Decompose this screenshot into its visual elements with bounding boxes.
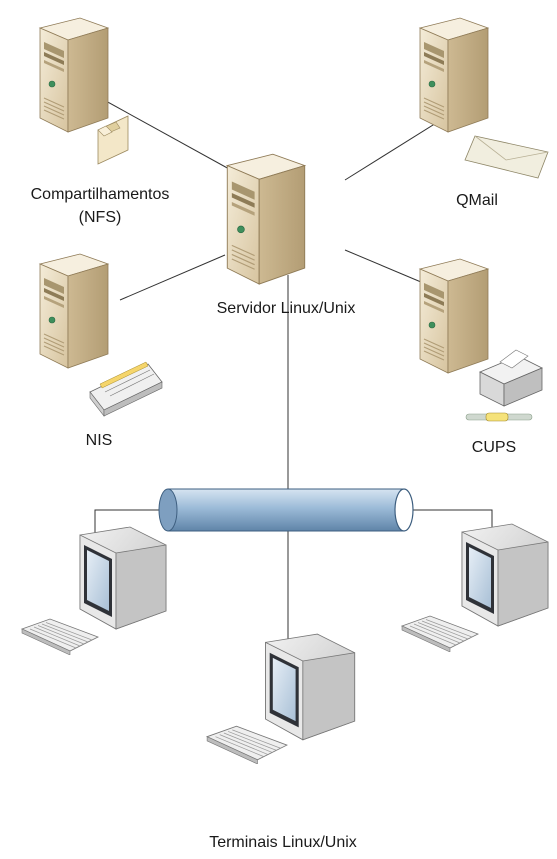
workstation-center: [206, 633, 356, 764]
folder-icon: [97, 115, 129, 165]
terminals-label: Terminais Linux/Unix: [209, 834, 357, 851]
printer-icon: [465, 349, 543, 422]
qmail-label: QMail: [456, 192, 498, 209]
cups-label: CUPS: [472, 439, 516, 456]
nfs-label-line1: Compartilhamentos: [31, 186, 170, 203]
center-server-label: Servidor Linux/Unix: [217, 300, 356, 317]
workstation-right: [401, 523, 549, 652]
nis-label: NIS: [86, 432, 113, 449]
nfs-label-line2: (NFS): [79, 209, 122, 226]
cups-server: [419, 258, 543, 422]
network-bus-pipe-icon: [158, 488, 414, 532]
workstation-left: [21, 526, 167, 655]
book-directory-icon: [89, 361, 163, 417]
nfs-server: [39, 17, 129, 165]
mail-envelope-icon: [464, 135, 549, 179]
qmail-server: [419, 17, 549, 179]
nis-server: [39, 253, 163, 417]
center-server: [226, 153, 306, 285]
